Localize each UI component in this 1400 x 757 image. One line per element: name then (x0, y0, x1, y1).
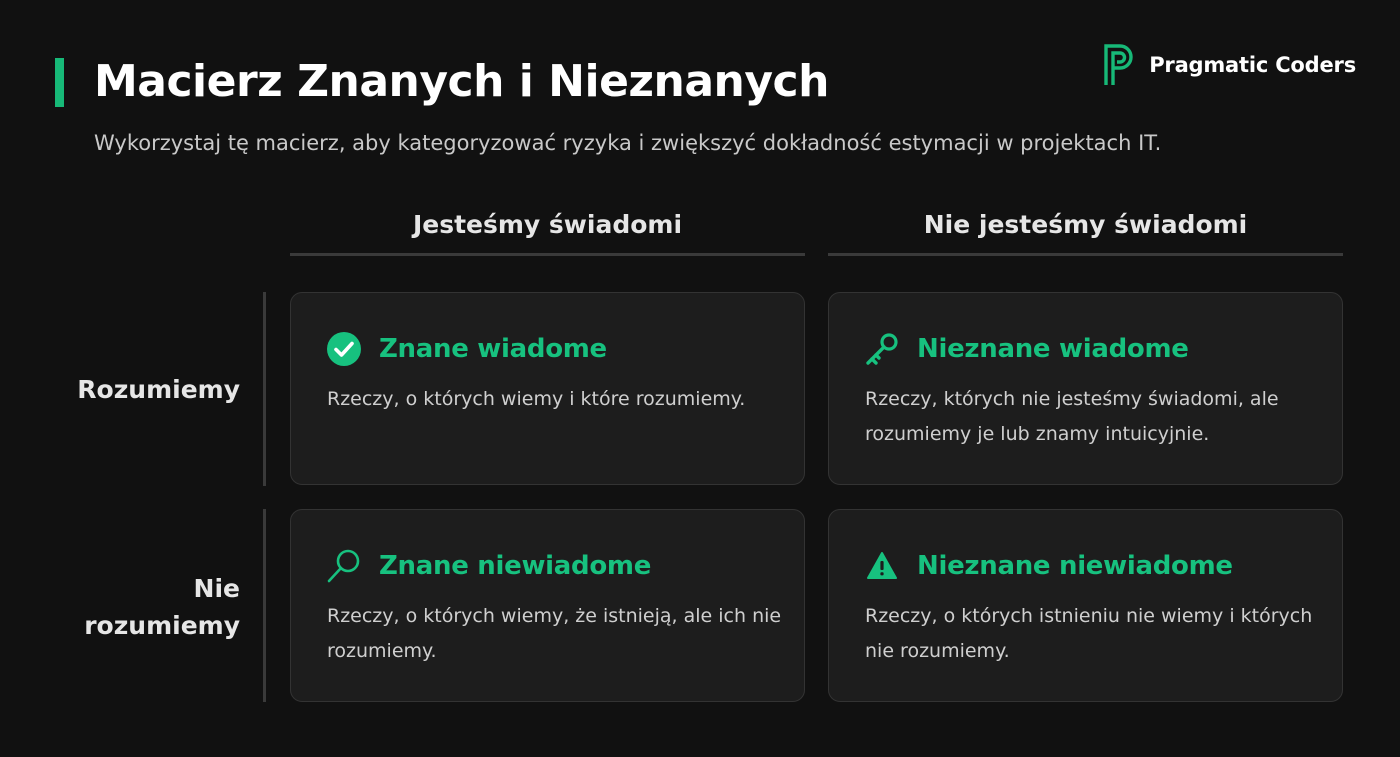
card-title: Nieznane niewiadome (917, 551, 1233, 581)
row-header-understand: Rozumiemy (77, 375, 240, 404)
page-title: Macierz Znanych i Nieznanych (94, 56, 829, 107)
company-logo: Pragmatic Coders (1103, 42, 1356, 88)
warning-triangle-icon (864, 548, 900, 584)
card-description: Rzeczy, o których wiemy, że istnieją, al… (327, 605, 782, 662)
logo-text: Pragmatic Coders (1149, 53, 1356, 77)
card-header: Znane wiadome (326, 329, 607, 369)
card-description: Rzeczy, o których istnieniu nie wiemy i … (865, 605, 1313, 662)
pragmatic-coders-logo-icon (1103, 43, 1139, 87)
card-known-unknowns: Znane niewiadome Rzeczy, o których wiemy… (290, 509, 805, 702)
magnifier-icon (326, 548, 362, 584)
card-unknown-knowns: Nieznane wiadome Rzeczy, których nie jes… (828, 292, 1343, 485)
column-header-aware: Jesteśmy świadomi (290, 200, 805, 256)
title-accent-bar (55, 58, 64, 107)
card-header: Znane niewiadome (326, 546, 651, 586)
check-circle-icon (326, 331, 362, 367)
row-header-not-understand: Nie rozumiemy (84, 574, 240, 640)
card-header: Nieznane wiadome (864, 329, 1189, 369)
card-description: Rzeczy, o których wiemy i które rozumiem… (327, 388, 746, 410)
key-icon (864, 331, 900, 367)
card-description: Rzeczy, których nie jesteśmy świadomi, a… (865, 388, 1279, 445)
column-header-unaware: Nie jesteśmy świadomi (828, 200, 1343, 256)
card-header: Nieznane niewiadome (864, 546, 1233, 586)
card-unknown-unknowns: Nieznane niewiadome Rzeczy, o których is… (828, 509, 1343, 702)
row-divider-understand (263, 292, 266, 486)
card-known-knowns: Znane wiadome Rzeczy, o których wiemy i … (290, 292, 805, 485)
card-title: Znane niewiadome (379, 551, 652, 581)
card-title: Nieznane wiadome (917, 334, 1189, 364)
card-title: Znane wiadome (379, 334, 607, 364)
page-subtitle: Wykorzystaj tę macierz, aby kategoryzowa… (94, 131, 1162, 155)
row-divider-not-understand (263, 509, 266, 702)
